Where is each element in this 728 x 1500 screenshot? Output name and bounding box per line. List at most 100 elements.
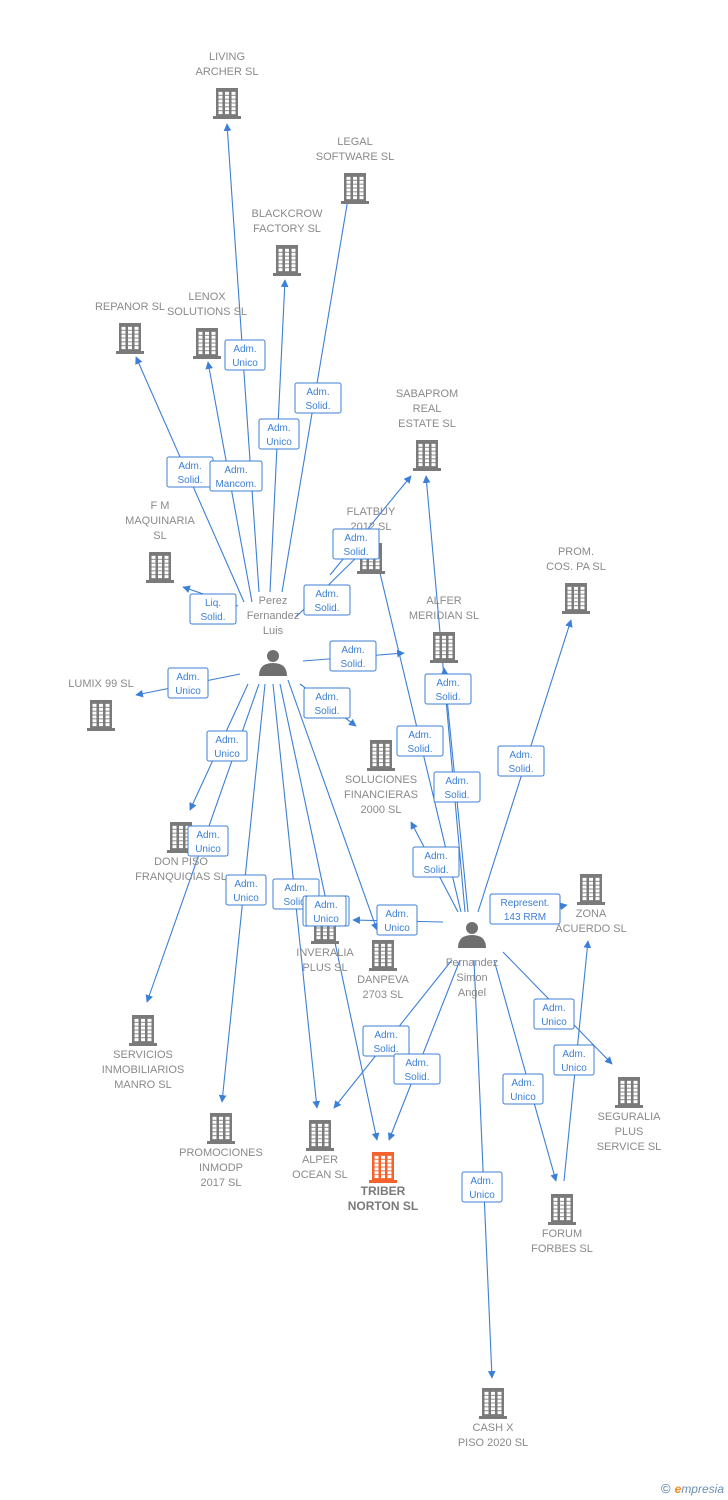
edge-label-perez-fm[interactable]: Liq.Solid. — [189, 593, 237, 625]
edge-label-text: Unico — [232, 358, 258, 369]
edge-label-text: Solid. — [314, 603, 339, 614]
edge-label-forum-zona[interactable]: Adm.Unico — [553, 1044, 595, 1076]
edge-label-box — [362, 1025, 410, 1057]
node-label-line: ESTATE SL — [398, 418, 456, 430]
node-label-line: LIVING — [209, 51, 245, 63]
edge-label-box — [206, 730, 248, 762]
edge-label-perez-legal[interactable]: Adm.Solid. — [294, 382, 342, 414]
edge-label-text: Adm. — [178, 461, 201, 472]
edge-label-fernandez-sabaprom[interactable]: Adm.Solid. — [424, 673, 472, 705]
watermark[interactable]: ©empresia — [661, 1481, 724, 1496]
edge-label-fernandez-prom[interactable]: Adm.Solid. — [497, 745, 545, 777]
company-node-lumix[interactable]: LUMIX 99 SL — [68, 678, 134, 731]
node-label-line: SERVICIOS — [113, 1049, 173, 1061]
edge-label-fernandez-cashx[interactable]: Adm.Unico — [461, 1171, 503, 1203]
edge-label-fernandez-soluciones[interactable]: Adm.Solid. — [412, 846, 460, 878]
edge-label-perez-danpeva[interactable]: Adm.Unico — [376, 904, 418, 936]
edge-label-fernandez-triber[interactable]: Adm.Solid. — [393, 1053, 441, 1085]
node-label-line: FLATBUY — [347, 506, 396, 518]
edge-label-text: Adm. — [511, 1078, 534, 1089]
edge-label-text: Unico — [510, 1092, 536, 1103]
edge-label-perez-servicios[interactable]: Adm.Unico — [187, 825, 229, 857]
edge-label-text: Adm. — [224, 465, 247, 476]
node-label-line: ZONA — [576, 908, 607, 920]
edge-label-text: Adm. — [374, 1030, 397, 1041]
node-label-line: ACUERDO SL — [555, 923, 627, 935]
edge-label-text: Adm. — [176, 672, 199, 683]
edge-label-text: Adm. — [509, 750, 532, 761]
edge-label-perez-promociones[interactable]: Adm.Unico — [225, 874, 267, 906]
edge-label-text: Adm. — [233, 344, 256, 355]
edge-perez-danpeva — [287, 679, 379, 931]
node-label-line: ARCHER SL — [196, 66, 259, 78]
company-node-repanor[interactable]: REPANOR SL — [95, 301, 165, 354]
node-label-line: MAQUINARIA — [125, 515, 195, 527]
node-label-line: Angel — [458, 987, 486, 999]
edge-label-fernandez-forum[interactable]: Adm. Unico — [502, 1073, 544, 1105]
company-node-prom[interactable]: PROM.COS. PA SL — [546, 546, 606, 614]
edge-fernandez-triber — [387, 959, 461, 1141]
edge-label-fernandez-flatbuy[interactable]: Adm.Solid. — [396, 725, 444, 757]
edge-label-text: Solid. — [404, 1072, 429, 1083]
building-icon — [193, 328, 221, 359]
edge-label-perez-donpiso[interactable]: Adm.Unico — [206, 730, 248, 762]
company-node-fm[interactable]: F M MAQUINARIA SL — [125, 500, 195, 583]
edge-label-perez-lumix[interactable]: Adm. Unico — [167, 667, 209, 699]
edge-label-fernandez-alfer[interactable]: Adm.Solid. — [433, 771, 481, 803]
edge-label-perez-flatbuy[interactable]: Adm.Solid. — [303, 584, 351, 616]
edge-label-box — [396, 725, 444, 757]
edge-label-text: Solid. — [305, 401, 330, 412]
edge-label-text: Adm. — [344, 533, 367, 544]
node-label-line: MANRO SL — [114, 1079, 171, 1091]
edge-label-perez-sabaprom[interactable]: Adm.Solid. — [332, 528, 380, 560]
edge-label-perez-alfer[interactable]: Adm.Solid. — [329, 640, 377, 672]
edge-label-text: Unico — [195, 844, 221, 855]
edge-label-fernandez-seguralia[interactable]: Adm.Unico — [533, 998, 575, 1030]
edge-label-fernandez-inveralia[interactable]: Adm.Unico — [305, 895, 347, 927]
company-node-living[interactable]: LIVING ARCHER SL — [196, 51, 259, 119]
edge-label-text: Unico — [469, 1190, 495, 1201]
node-label-line: SL — [153, 530, 166, 542]
node-label-line: ALPER — [302, 1154, 338, 1166]
edge-label-box — [489, 893, 561, 925]
company-node-zona[interactable]: ZONA ACUERDO SL — [555, 874, 627, 935]
brand-initial: e — [674, 1482, 682, 1496]
edge-label-perez-living[interactable]: Adm. Unico — [224, 339, 266, 371]
node-label-line: PROMOCIONES — [179, 1147, 263, 1159]
edge-label-box — [258, 418, 300, 450]
node-label-line: PLUS SL — [302, 962, 347, 974]
node-label-line: INMODP — [199, 1162, 243, 1174]
edge-label-text: Liq. — [205, 598, 221, 609]
edge-label-text: Solid. — [423, 865, 448, 876]
edge-label-text: Adm. — [436, 678, 459, 689]
building-icon — [116, 323, 144, 354]
edge-label-fernandez-alper[interactable]: Adm.Solid. — [362, 1025, 410, 1057]
edge-label-perez-blackcrow[interactable]: Adm.Unico — [258, 418, 300, 450]
edge-label-text: Unico — [175, 686, 201, 697]
edge-label-perez-lenox[interactable]: Adm.Mancom. — [209, 460, 263, 492]
building-icon — [577, 874, 605, 905]
edge-label-perez-repanor[interactable]: Adm.Solid. — [166, 456, 214, 488]
node-label-line: F M — [151, 500, 170, 512]
edge-label-fernandez-zona[interactable]: Represent.143 RRM — [489, 893, 561, 925]
edge-label-perez-soluciones[interactable]: Adm.Solid. — [303, 687, 351, 719]
node-label-line: DANPEVA — [357, 974, 409, 986]
edge-label-text: Adm. — [234, 879, 257, 890]
